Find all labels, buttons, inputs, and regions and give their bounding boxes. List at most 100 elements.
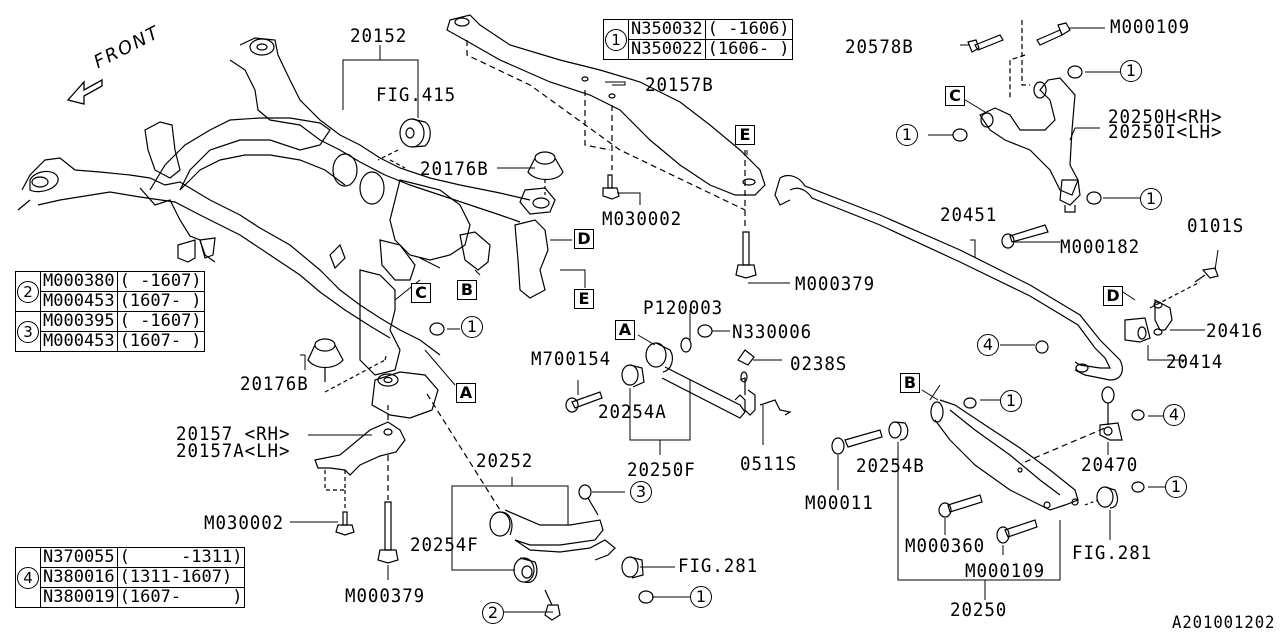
- part-label-20250f[interactable]: 20250F: [627, 459, 696, 481]
- part-label-m030002-top[interactable]: M030002: [602, 208, 683, 230]
- bolt-m030002-top: [602, 174, 620, 200]
- ref-part[interactable]: N350032: [628, 19, 706, 40]
- part-label-20157-rh[interactable]: 20157 <RH>: [176, 423, 291, 445]
- ref-table-4: 4 N370055 ( -1311) N380016 (1311-1607) N…: [15, 547, 246, 608]
- ref-part[interactable]: N380019: [40, 587, 118, 608]
- part-label-0101s[interactable]: 0101S: [1187, 215, 1245, 237]
- part-label-20578b[interactable]: 20578B: [845, 36, 914, 58]
- part-label-m700154[interactable]: M700154: [531, 348, 612, 370]
- ref-table-1: 1 N350032 ( -1606) N350022 (1606- ): [603, 19, 793, 60]
- ref-part[interactable]: N380016: [40, 567, 118, 588]
- leader-lines: [290, 27, 1219, 613]
- part-label-20254f[interactable]: 20254F: [410, 534, 479, 556]
- part-label-fig415[interactable]: FIG.415: [376, 84, 457, 106]
- mount-cushion-top: [527, 151, 564, 198]
- ref-range: ( -1311): [116, 547, 246, 568]
- part-label-20451[interactable]: 20451: [940, 204, 998, 226]
- callout-key-2: 2: [15, 271, 41, 312]
- part-label-20152[interactable]: 20152: [350, 25, 408, 47]
- ref-range: (1606- ): [704, 39, 793, 60]
- ref-box-b[interactable]: B: [457, 280, 477, 300]
- ref-box-a[interactable]: A: [615, 320, 635, 340]
- nut-icon: [1035, 340, 1049, 354]
- callout-4[interactable]: 4: [977, 334, 999, 356]
- bracket-20157: [314, 405, 406, 564]
- part-label-p120003[interactable]: P120003: [643, 297, 724, 319]
- ref-range: (1607- ): [116, 587, 246, 608]
- callout-1[interactable]: 1: [1165, 476, 1187, 498]
- callout-1[interactable]: 1: [896, 124, 918, 146]
- lower-arm-20250: [831, 397, 1145, 544]
- part-label-20157b[interactable]: 20157B: [645, 74, 714, 96]
- callout-key-1: 1: [603, 19, 629, 60]
- part-label-20470[interactable]: 20470: [1081, 454, 1139, 476]
- stabilizer-bar: [774, 174, 1123, 381]
- ref-box-d[interactable]: D: [574, 229, 594, 249]
- ref-range: (1607- ): [116, 331, 205, 352]
- part-label-m030002-bottom[interactable]: M030002: [204, 512, 285, 534]
- part-label-m000182[interactable]: M000182: [1060, 236, 1141, 258]
- part-label-m000109-top[interactable]: M000109: [1110, 16, 1191, 38]
- ref-part[interactable]: N370055: [40, 547, 118, 568]
- part-label-20176b-top[interactable]: 20176B: [420, 158, 489, 180]
- ref-box-d[interactable]: D: [1103, 286, 1123, 306]
- ref-box-e[interactable]: E: [735, 125, 755, 145]
- callout-1[interactable]: 1: [1000, 390, 1022, 412]
- part-label-m00011[interactable]: M00011: [805, 492, 874, 514]
- ref-range: (1607- ): [116, 291, 205, 312]
- stabilizer-clamp: [1124, 267, 1219, 343]
- part-label-20254a[interactable]: 20254A: [598, 401, 667, 423]
- part-label-0511s[interactable]: 0511S: [740, 453, 798, 475]
- part-label-20416[interactable]: 20416: [1206, 320, 1264, 342]
- ref-box-e[interactable]: E: [574, 289, 594, 309]
- ref-part[interactable]: M000453: [40, 291, 118, 312]
- part-label-fig281-mid[interactable]: FIG.281: [678, 555, 759, 577]
- callout-key-4: 4: [15, 547, 41, 608]
- part-label-m000379-top[interactable]: M000379: [795, 273, 876, 295]
- callout-1[interactable]: 1: [461, 316, 483, 338]
- part-label-20250[interactable]: 20250: [950, 599, 1008, 621]
- callout-key-3: 3: [15, 311, 41, 352]
- part-label-20250h-rh[interactable]: 20250H<RH>: [1108, 106, 1223, 128]
- callout-4[interactable]: 4: [1163, 404, 1185, 426]
- part-label-n330006[interactable]: N330006: [732, 321, 813, 343]
- part-label-20157a-lh[interactable]: 20157A<LH>: [176, 440, 291, 462]
- part-label-20254b[interactable]: 20254B: [856, 455, 925, 477]
- part-label-20176b-left[interactable]: 20176B: [240, 373, 309, 395]
- part-label-m000360[interactable]: M000360: [905, 535, 986, 557]
- callout-3[interactable]: 3: [630, 481, 652, 503]
- ref-range: ( -1607): [116, 271, 205, 292]
- ref-range: (1311-1607): [116, 567, 246, 588]
- ref-box-b[interactable]: B: [900, 373, 920, 393]
- part-label-fig281-right[interactable]: FIG.281: [1072, 542, 1153, 564]
- brace-20157b: [446, 14, 766, 211]
- callout-1[interactable]: 1: [1120, 60, 1142, 82]
- part-label-20414[interactable]: 20414: [1166, 351, 1224, 373]
- drawing-id: A201001202: [1172, 613, 1276, 633]
- ref-table-2-3: 2 M000380 ( -1607) M000453 (1607- ) 3 M0…: [15, 271, 205, 352]
- callout-1[interactable]: 1: [690, 586, 712, 608]
- nut-icon: [429, 322, 445, 336]
- part-label-m000109-bottom[interactable]: M000109: [965, 560, 1046, 582]
- ref-box-a[interactable]: A: [456, 383, 476, 403]
- part-label-20252[interactable]: 20252: [476, 450, 534, 472]
- front-arrow-icon: [66, 78, 103, 105]
- ref-box-c[interactable]: C: [411, 283, 431, 303]
- ref-part[interactable]: M000453: [40, 331, 118, 352]
- part-label-m000379-bottom[interactable]: M000379: [345, 585, 426, 607]
- callout-1[interactable]: 1: [1140, 188, 1162, 210]
- ref-part[interactable]: N350022: [628, 39, 706, 60]
- ref-box-c[interactable]: C: [945, 86, 965, 106]
- callout-2[interactable]: 2: [482, 602, 504, 624]
- lateral-link-20250f: [565, 324, 792, 419]
- mount-cushion-left: [307, 338, 388, 393]
- ref-part[interactable]: M000380: [40, 271, 118, 292]
- ref-range: ( -1607): [116, 311, 205, 332]
- rear-subframe: [17, 37, 556, 419]
- upper-arm-20250h: [952, 20, 1102, 249]
- part-label-20250i-lh[interactable]: 20250I<LH>: [1108, 121, 1223, 143]
- stabilizer-link-20470: [1099, 386, 1145, 441]
- ref-part[interactable]: M000395: [40, 311, 118, 332]
- part-label-0238s[interactable]: 0238S: [790, 353, 848, 375]
